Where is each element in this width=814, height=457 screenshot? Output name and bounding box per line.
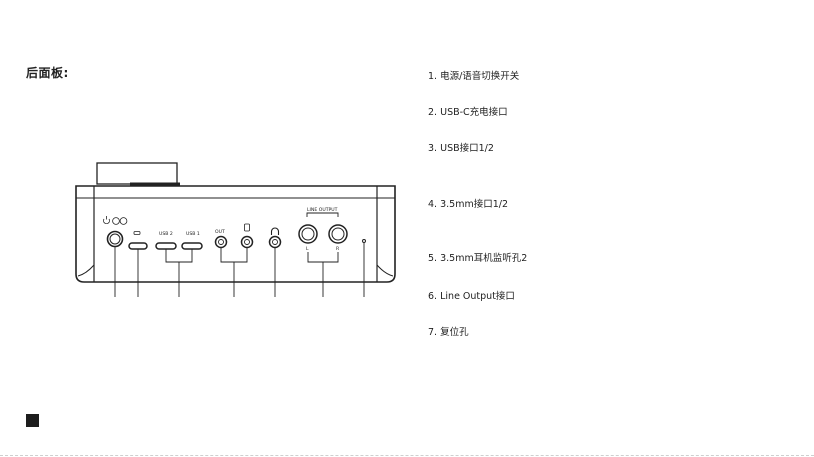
feature-number: 1. [428, 71, 437, 82]
line-output-jacks [299, 213, 347, 262]
feature-text: Line Output接口 [440, 291, 515, 302]
feature-item: 4. 3.5mm接口1/2 [428, 196, 508, 210]
usb1-label: USB 1 [186, 231, 200, 237]
feature-text: 3.5mm耳机监听孔2 [440, 253, 527, 264]
feature-item: 6. Line Output接口 [428, 288, 515, 302]
feature-item: 3. USB接口1/2 [428, 140, 494, 154]
feature-number: 6. [428, 291, 437, 302]
reset-hole [363, 240, 366, 243]
feature-item: 2. USB-C充电接口 [428, 104, 508, 118]
feature-text: 3.5mm接口1/2 [440, 199, 508, 210]
usb2-label: USB 2 [159, 231, 173, 237]
feature-number: 2. [428, 107, 437, 118]
feature-text: USB接口1/2 [440, 143, 494, 154]
feature-text: 复位孔 [440, 327, 469, 338]
feature-number: 3. [428, 143, 437, 154]
voice-icon [113, 218, 127, 225]
feature-number: 7. [428, 327, 437, 338]
line-output-r-label: R [336, 246, 340, 252]
usb-ports [156, 243, 202, 262]
page-marker-square [26, 414, 39, 427]
feature-item: 5. 3.5mm耳机监听孔2 [428, 250, 527, 264]
line-output-l-label: L [306, 246, 309, 252]
feature-number: 4. [428, 199, 437, 210]
feature-text: 电源/语音切换开关 [440, 71, 519, 82]
usb-c-icon [134, 232, 140, 235]
feature-item: 1. 电源/语音切换开关 [428, 68, 519, 82]
footer-divider [0, 455, 814, 456]
feature-item: 7. 复位孔 [428, 324, 469, 338]
usb-c-port [129, 232, 147, 250]
line-output-label: LINE OUTPUT [307, 207, 338, 213]
rear-panel-diagram: USB 2 USB 1 OUT LINE OUTPUT L R [0, 0, 420, 320]
headphone-icon [272, 228, 279, 235]
feature-text: USB-C充电接口 [440, 107, 508, 118]
headphone-jack [270, 228, 281, 247]
mic-icon [245, 224, 250, 231]
power-icon [104, 216, 110, 224]
top-knob-outline [97, 163, 180, 184]
feature-number: 5. [428, 253, 437, 264]
callout-lines [115, 243, 364, 297]
out-label: OUT [215, 229, 225, 235]
power-voice-switch [104, 216, 127, 247]
